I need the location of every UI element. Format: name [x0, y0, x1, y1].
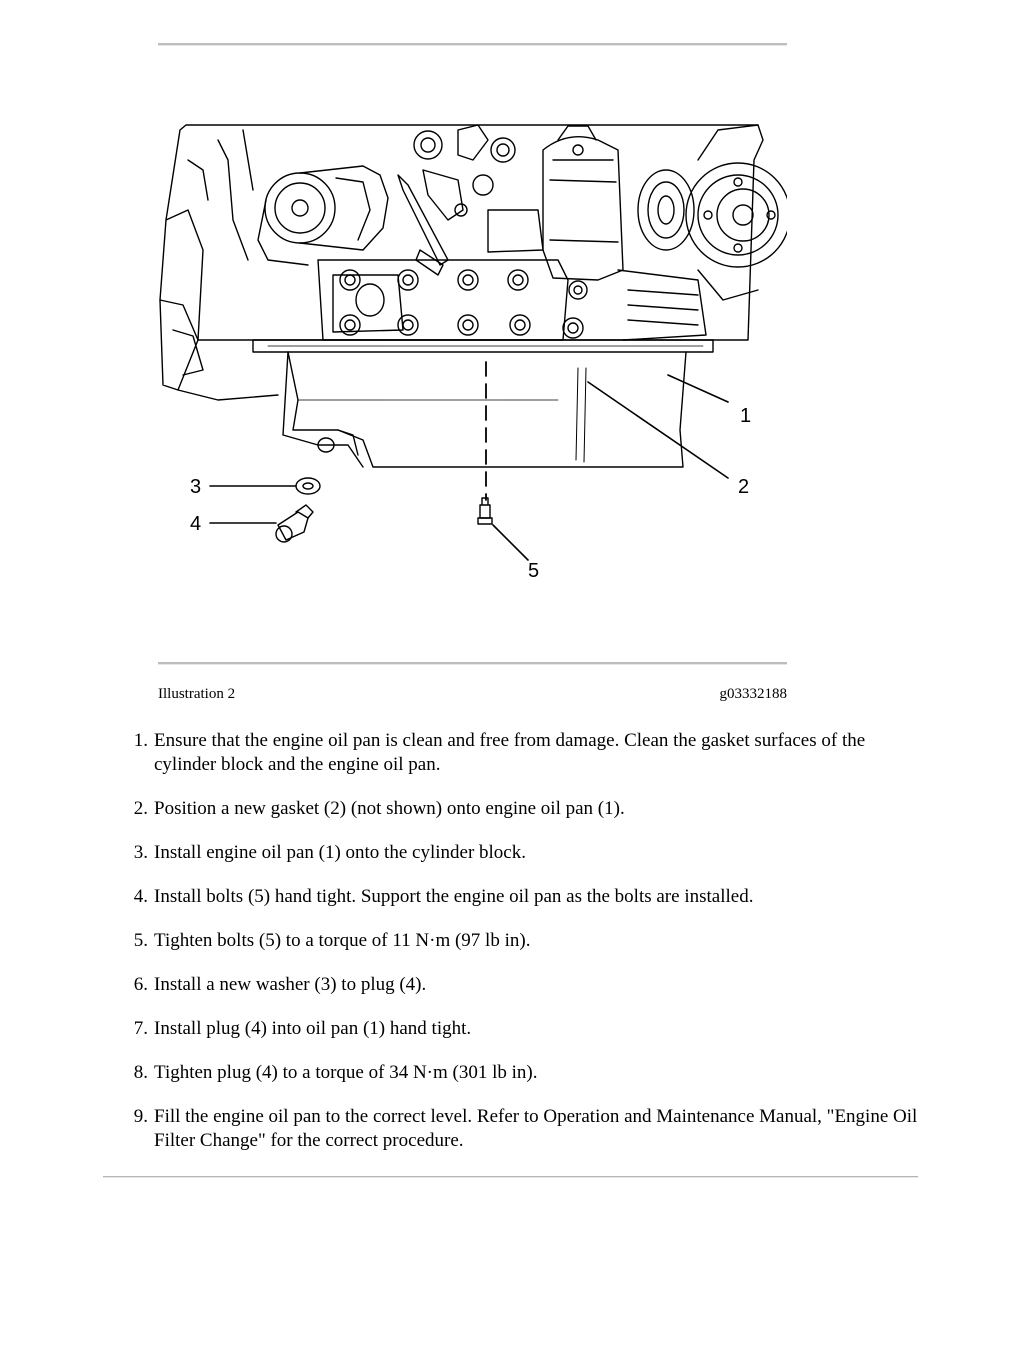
leader-line-5	[492, 524, 529, 561]
illustration-caption: Illustration 2	[158, 686, 236, 702]
caption-divider	[158, 662, 787, 665]
engine-oil-pan-illustration: 1 2 3 4 5	[159, 124, 787, 582]
step-text: Fill the engine oil pan to the correct l…	[154, 1106, 918, 1151]
step-number: 6.	[133, 974, 148, 995]
step-text: Tighten plug (4) to a torque of 34 N·m (…	[154, 1062, 538, 1083]
step-number: 3.	[133, 842, 148, 863]
step-item: 2. Position a new gasket (2) (not shown) …	[118, 797, 918, 821]
step-text: Tighten bolts (5) to a torque of 11 N·m …	[154, 930, 531, 951]
bolt-drawing	[477, 497, 493, 525]
callout-2: 2	[738, 476, 749, 498]
step-item: 4. Install bolts (5) hand tight. Support …	[118, 885, 918, 909]
step-item: 8. Tighten plug (4) to a torque of 34 N·m…	[118, 1061, 918, 1085]
callout-5: 5	[528, 560, 539, 582]
illustration-id: g03332188	[719, 686, 788, 702]
step-number: 2.	[133, 798, 148, 819]
plug-drawing	[275, 504, 314, 543]
step-number: 1.	[133, 730, 148, 751]
washer-drawing	[295, 477, 321, 495]
step-item: 7. Install plug (4) into oil pan (1) hand…	[118, 1017, 918, 1041]
top-divider	[158, 43, 787, 46]
step-text: Install bolts (5) hand tight. Support th…	[154, 886, 754, 907]
engine-block-drawing	[159, 124, 787, 401]
step-number: 9.	[133, 1106, 148, 1127]
bottom-divider	[103, 1176, 918, 1178]
step-item: 3. Install engine oil pan (1) onto the cy…	[118, 841, 918, 865]
step-item: 9. Fill the engine oil pan to the correct…	[118, 1105, 918, 1153]
step-text: Install plug (4) into oil pan (1) hand t…	[154, 1018, 472, 1039]
step-text: Position a new gasket (2) (not shown) on…	[154, 798, 625, 819]
step-number: 5.	[133, 930, 148, 951]
step-number: 4.	[133, 886, 148, 907]
oil-pan-drawing	[282, 351, 687, 468]
callout-1: 1	[740, 405, 751, 427]
step-text: Ensure that the engine oil pan is clean …	[154, 730, 866, 775]
step-text: Install engine oil pan (1) onto the cyli…	[154, 842, 526, 863]
step-text: Install a new washer (3) to plug (4).	[154, 974, 427, 995]
step-item: 1. Ensure that the engine oil pan is clea…	[118, 729, 918, 777]
leader-line-2	[587, 381, 729, 479]
procedure-steps: 1. Ensure that the engine oil pan is clea…	[118, 729, 918, 1173]
step-number: 8.	[133, 1062, 148, 1083]
callout-4: 4	[190, 513, 201, 535]
step-item: 5. Tighten bolts (5) to a torque of 11 N·…	[118, 929, 918, 953]
callout-3: 3	[190, 476, 201, 498]
leader-line-1	[667, 374, 729, 403]
step-item: 6. Install a new washer (3) to plug (4).	[118, 973, 918, 997]
step-number: 7.	[133, 1018, 148, 1039]
